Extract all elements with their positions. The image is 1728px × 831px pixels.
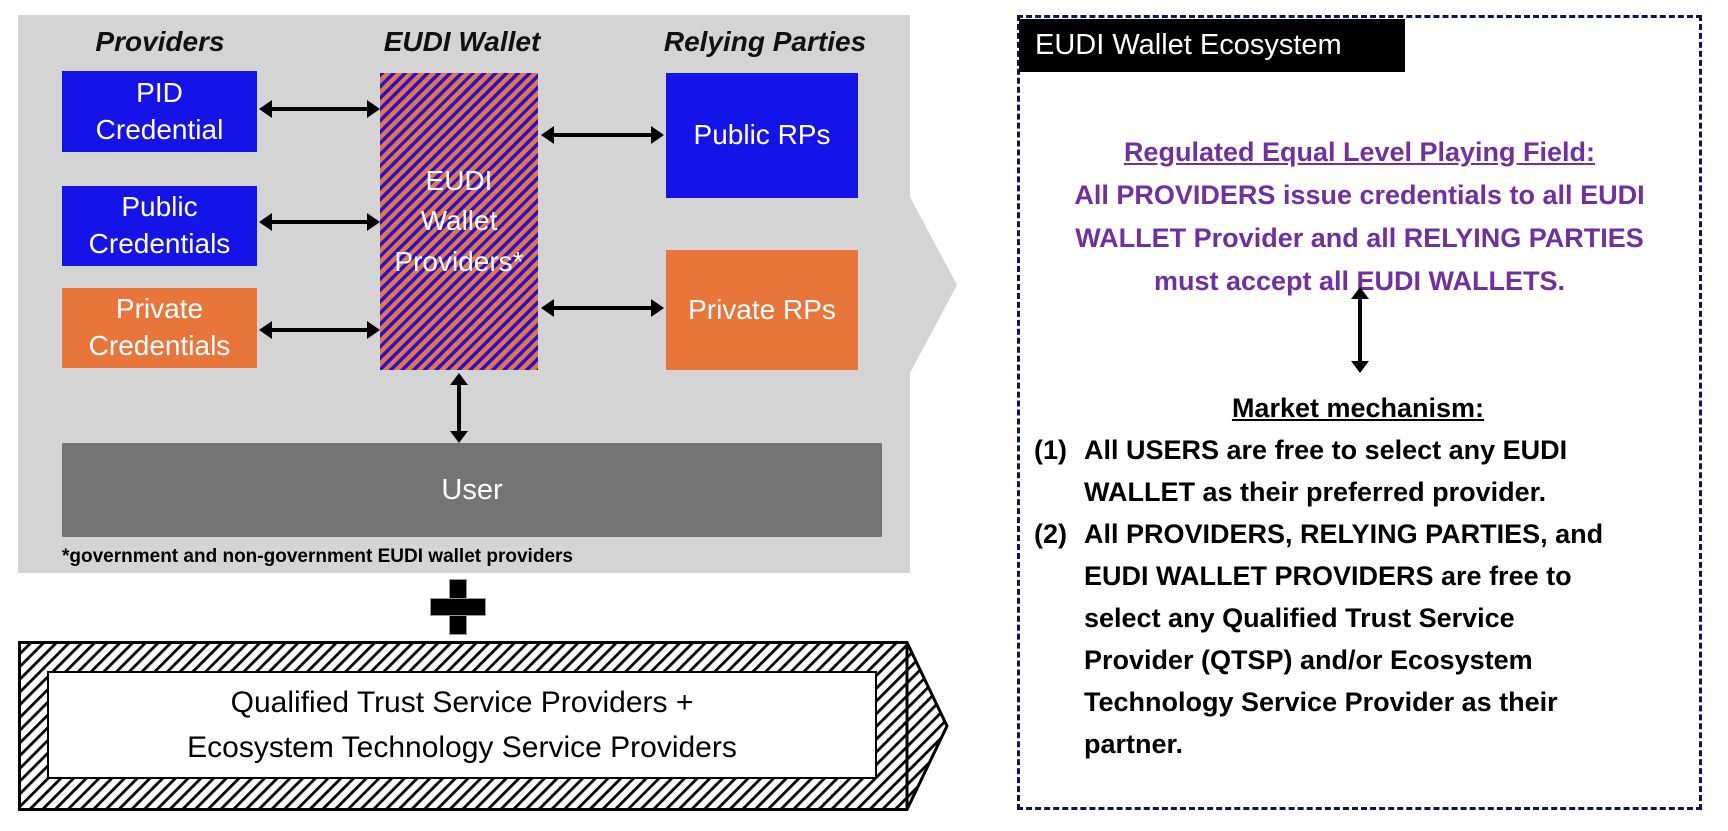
market-mechanism-heading: Market mechanism:: [1231, 393, 1485, 423]
double-arrow-wallet-privaterp-icon: [541, 299, 664, 317]
private-credentials-box: Private Credentials: [62, 288, 257, 368]
double-arrow-pid-wallet-icon: [259, 100, 380, 118]
eudi-wallet-header: EUDI Wallet: [383, 26, 541, 57]
market-item-2-text: All PROVIDERS, RELYING PARTIES, and EUDI…: [1084, 519, 1604, 759]
regulated-body: All PROVIDERS issue credentials to all E…: [1074, 180, 1645, 296]
market-item-1-text: All USERS are free to select any EUDI WA…: [1084, 435, 1568, 507]
private-rps-box: Private RPs: [666, 250, 858, 370]
double-arrow-privatecred-wallet-icon: [259, 321, 380, 339]
plus-icon: [430, 579, 486, 635]
relying-parties-header: Relying Parties: [663, 26, 867, 57]
eudi-wallet-ecosystem-panel: EUDI Wallet Ecosystem Regulated Equal Le…: [1017, 15, 1702, 810]
public-credentials-box: Public Credentials: [62, 186, 257, 266]
double-arrow-publiccred-wallet-icon: [259, 213, 380, 231]
market-item-2: (2) All PROVIDERS, RELYING PARTIES, and …: [1028, 513, 1688, 765]
market-item-1-number: (1): [1034, 435, 1067, 465]
double-arrow-wallet-user-icon: [450, 373, 468, 443]
regulated-heading: Regulated Equal Level Playing Field:: [1123, 137, 1596, 167]
public-rps-box: Public RPs: [666, 73, 858, 198]
ecosystem-title: EUDI Wallet Ecosystem: [1019, 19, 1405, 72]
double-arrow-regulated-market-icon: [1350, 287, 1369, 373]
double-arrow-wallet-publicrp-icon: [541, 126, 664, 144]
regulated-playing-field-block: Regulated Equal Level Playing Field: All…: [1020, 131, 1699, 303]
qtsp-label: Qualified Trust Service Providers + Ecos…: [47, 671, 877, 779]
pid-credential-box: PID Credential: [62, 71, 257, 152]
wallet-providers-footnote: *government and non-government EUDI wall…: [62, 546, 573, 567]
market-item-2-number: (2): [1034, 519, 1067, 549]
market-mechanism-block: Market mechanism: (1) All USERS are free…: [1028, 387, 1688, 765]
user-bar: User: [62, 443, 882, 537]
providers-header: Providers: [95, 26, 225, 57]
eudi-wallet-providers-box: EUDI Wallet Providers*: [380, 73, 538, 370]
market-item-1: (1) All USERS are free to select any EUD…: [1028, 429, 1688, 513]
